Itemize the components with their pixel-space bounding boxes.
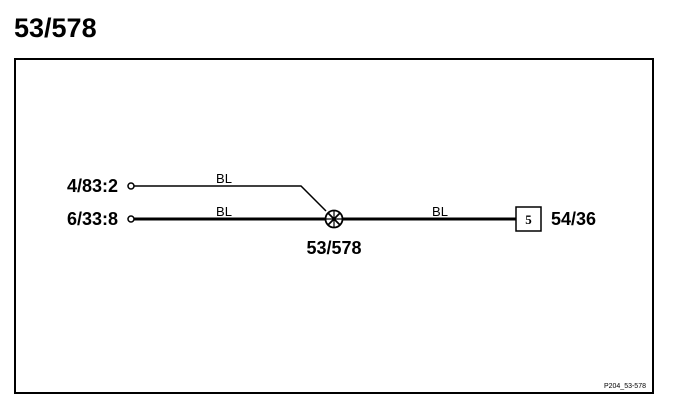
wire-color-bottom: BL <box>216 204 232 219</box>
terminal-bottom-left <box>127 215 135 223</box>
connector-box-right <box>515 206 542 232</box>
wire-top <box>134 185 327 212</box>
splice-icon <box>324 209 344 229</box>
wire-color-top: BL <box>216 171 232 186</box>
diagram-frame <box>14 58 654 394</box>
connector-label-right: 54/36 <box>551 209 596 229</box>
connector-label-bottom-left: 6/33:8 <box>67 209 118 229</box>
terminal-top-left <box>127 182 135 190</box>
connector-label-top-left: 4/83:2 <box>67 176 118 196</box>
wire-color-right: BL <box>432 204 448 219</box>
connector-pin-right: 5 <box>525 212 532 227</box>
diagram-ref: P204_53-578 <box>604 383 646 390</box>
page-title: 53/578 <box>14 13 97 43</box>
splice-label: 53/578 <box>306 238 361 258</box>
